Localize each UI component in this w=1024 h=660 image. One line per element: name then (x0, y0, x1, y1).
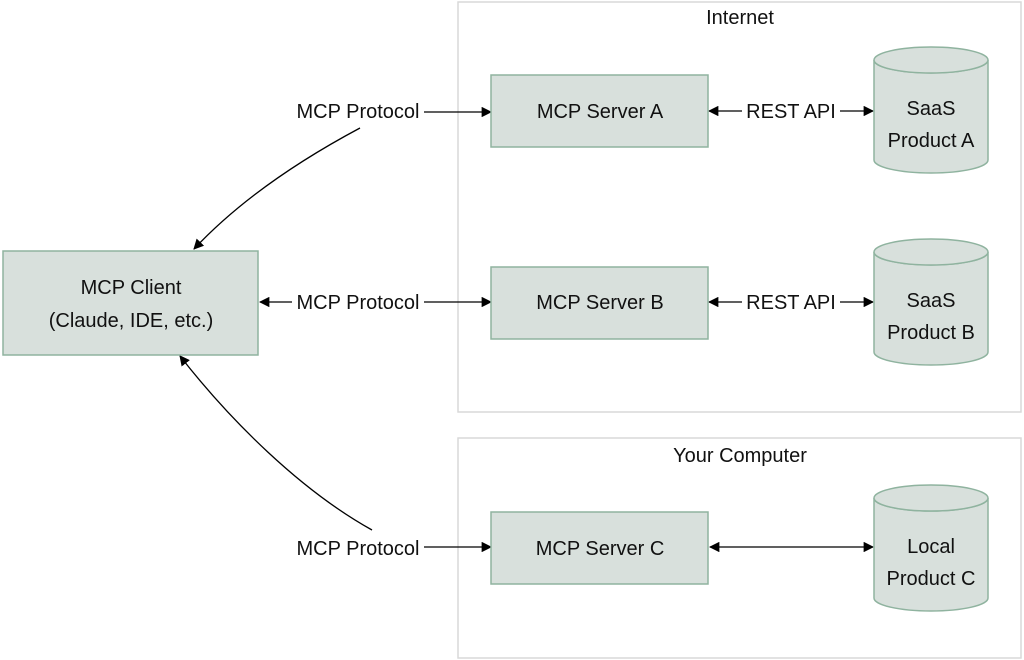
mcp-client-title: MCP Client (81, 277, 182, 299)
mcp-server-b-node: MCP Server B (490, 266, 709, 340)
mcp-server-c-label: MCP Server C (536, 538, 665, 560)
edge-client-server-c (179, 355, 373, 531)
edge-client-server-a (193, 127, 361, 250)
edge-label-protocol-b: MCP Protocol (296, 292, 419, 314)
edge-label-protocol-a: MCP Protocol (296, 101, 419, 123)
edge-label-rest-b: REST API (746, 292, 836, 314)
saas-product-b-database: SaaS Product B (873, 238, 989, 366)
your-computer-region-label: Your Computer (673, 445, 807, 467)
saas-product-a-line1: SaaS (907, 98, 956, 120)
saas-product-a-line2: Product A (888, 130, 975, 152)
mcp-server-a-label: MCP Server A (537, 101, 664, 123)
mcp-server-a-node: MCP Server A (490, 74, 709, 148)
edge-label-protocol-c: MCP Protocol (296, 538, 419, 560)
local-product-c-line1: Local (907, 536, 955, 558)
saas-product-b-line2: Product B (887, 322, 975, 344)
local-product-c-line2: Product C (887, 568, 976, 590)
saas-product-b-line1: SaaS (907, 290, 956, 312)
mcp-server-b-label: MCP Server B (536, 292, 663, 314)
mcp-client-node: MCP Client (Claude, IDE, etc.) (2, 250, 259, 356)
mcp-client-subtitle: (Claude, IDE, etc.) (49, 310, 214, 332)
internet-region-label: Internet (706, 7, 774, 29)
local-product-c-database: Local Product C (873, 484, 989, 612)
mcp-server-c-node: MCP Server C (490, 511, 709, 585)
saas-product-a-database: SaaS Product A (873, 46, 989, 174)
edge-label-rest-a: REST API (746, 101, 836, 123)
